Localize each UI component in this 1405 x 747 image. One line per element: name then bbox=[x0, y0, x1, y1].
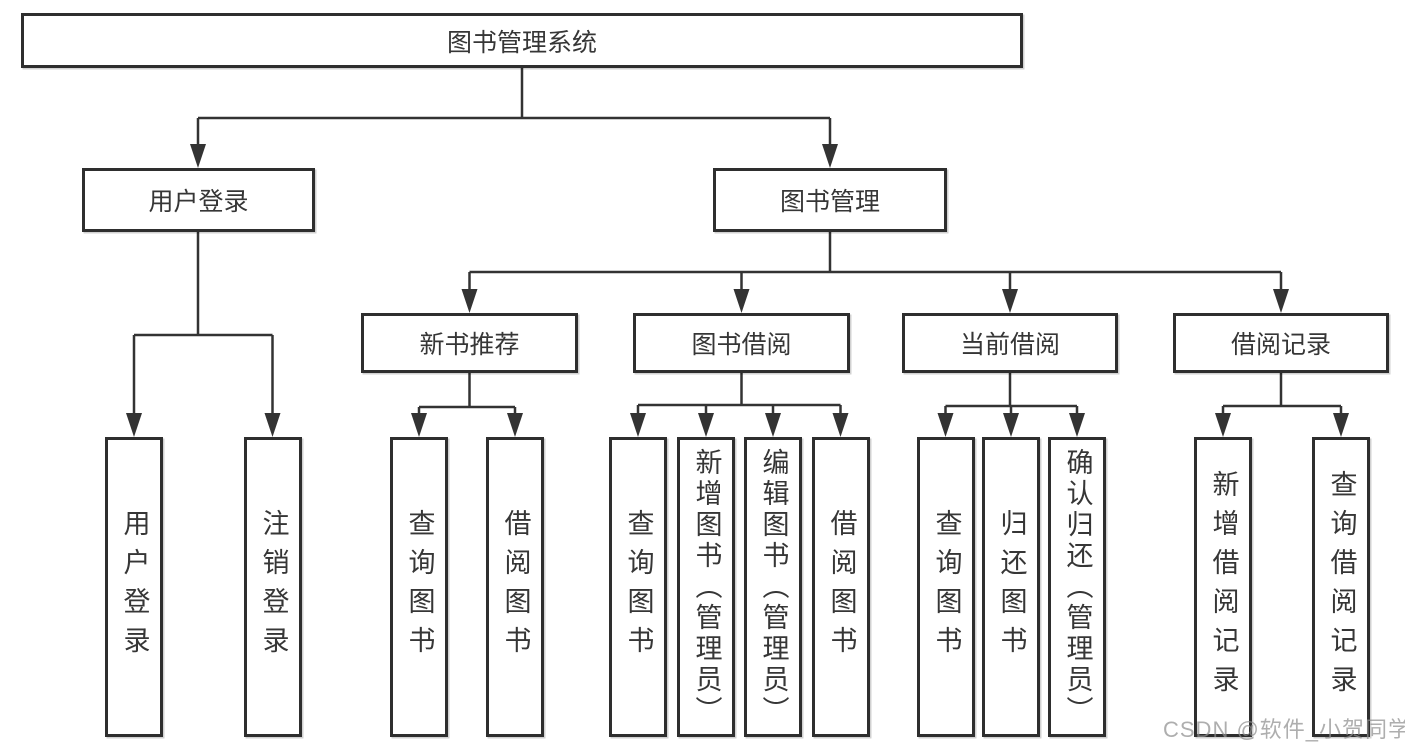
node-label: 新增图书（管理员） bbox=[691, 447, 722, 727]
leaf-add-books-admin: 新增图书（管理员） bbox=[677, 437, 735, 737]
leaf-add-borrow-record: 新增借阅记录 bbox=[1194, 437, 1252, 737]
leaf-query-books-borrowing: 查询图书 bbox=[609, 437, 667, 737]
leaf-query-books-recommend: 查询图书 bbox=[390, 437, 448, 737]
node-label: 查询借阅记录 bbox=[1326, 470, 1357, 704]
leaf-borrow-books-borrowing: 借阅图书 bbox=[812, 437, 870, 737]
leaf-edit-books-admin: 编辑图书（管理员） bbox=[744, 437, 802, 737]
arrowhead-icons bbox=[126, 144, 1349, 437]
node-label: 确认归还（管理员） bbox=[1062, 447, 1093, 727]
leaf-borrow-books-recommend: 借阅图书 bbox=[486, 437, 544, 737]
node-current-borrowing: 当前借阅 bbox=[902, 313, 1118, 373]
node-label: 查询图书 bbox=[623, 509, 654, 665]
node-user-login: 用户登录 bbox=[82, 168, 315, 232]
node-label: 新增借阅记录 bbox=[1208, 470, 1239, 704]
node-library-management-system: 图书管理系统 bbox=[21, 13, 1023, 68]
leaf-query-books-current: 查询图书 bbox=[917, 437, 975, 737]
leaf-logout: 注销登录 bbox=[244, 437, 302, 737]
node-label: 查询图书 bbox=[931, 509, 962, 665]
node-new-book-recommendation: 新书推荐 bbox=[361, 313, 578, 373]
node-label: 查询图书 bbox=[404, 509, 435, 665]
node-label: 借阅图书 bbox=[826, 509, 857, 665]
leaf-user-login: 用户登录 bbox=[105, 437, 163, 737]
node-book-borrowing: 图书借阅 bbox=[633, 313, 850, 373]
node-label: 归还图书 bbox=[996, 509, 1027, 665]
node-label: 编辑图书（管理员） bbox=[758, 447, 789, 727]
leaf-query-borrow-record: 查询借阅记录 bbox=[1312, 437, 1370, 737]
leaf-return-books: 归还图书 bbox=[982, 437, 1040, 737]
csdn-watermark: CSDN @软件_小贺同学 bbox=[1163, 717, 1405, 742]
node-label: 借阅图书 bbox=[500, 509, 531, 665]
node-label: 用户登录 bbox=[119, 509, 150, 665]
node-book-management: 图书管理 bbox=[713, 168, 947, 232]
node-label: 注销登录 bbox=[258, 509, 289, 665]
leaf-confirm-return-admin: 确认归还（管理员） bbox=[1048, 437, 1106, 737]
node-borrowing-records: 借阅记录 bbox=[1173, 313, 1389, 373]
